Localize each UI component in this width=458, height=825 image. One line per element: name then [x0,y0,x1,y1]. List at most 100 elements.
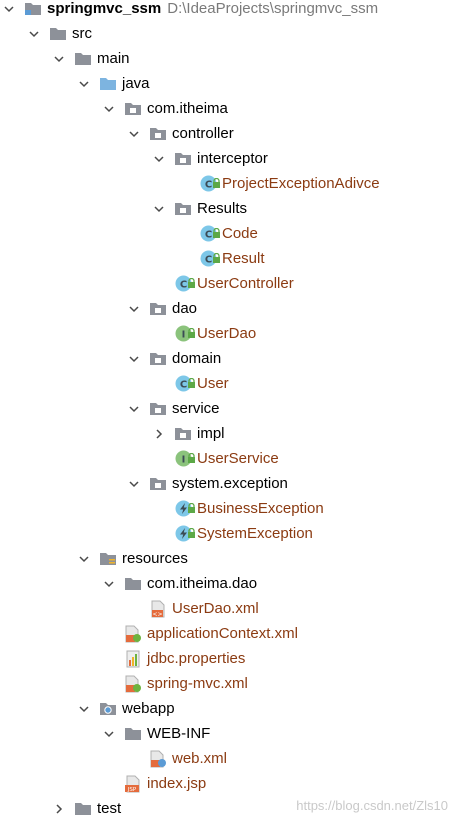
folder-icon [124,725,142,743]
chevron-down-icon[interactable] [127,352,141,366]
web-xml-icon [149,750,167,768]
lock-icon [212,225,221,242]
chevron-down-icon[interactable] [77,77,91,91]
tree-row-label: src [72,25,92,42]
arrow-spacer [102,627,116,641]
interface-icon: I [174,450,195,468]
arrow-spacer [152,327,166,341]
tree-row[interactable]: <>UserDao.xml [0,596,458,621]
class-icon: C [174,275,195,293]
tree-row[interactable]: src [0,21,458,46]
chevron-down-icon[interactable] [127,477,141,491]
chevron-down-icon[interactable] [2,2,16,16]
chevron-right-icon[interactable] [152,427,166,441]
svg-text:C: C [204,230,211,241]
spring-xml-icon [124,675,142,693]
tree-row[interactable]: java [0,71,458,96]
package-icon [174,425,192,443]
chevron-down-icon[interactable] [77,552,91,566]
lock-icon [187,450,196,467]
properties-file-icon [124,650,142,668]
chevron-right-icon[interactable] [52,802,66,816]
tree-row[interactable]: service [0,396,458,421]
tree-row-label: controller [172,125,234,142]
tree-row[interactable]: interceptor [0,146,458,171]
arrow-spacer [127,752,141,766]
tree-row[interactable]: domain [0,346,458,371]
lock-icon [212,250,221,267]
tree-row[interactable]: com.itheima [0,96,458,121]
class-icon: C [174,375,195,393]
tree-row[interactable]: spring-mvc.xml [0,671,458,696]
svg-text:<>: <> [152,611,162,618]
chevron-down-icon[interactable] [52,52,66,66]
class-icon: C [199,175,220,193]
package-icon [174,150,192,168]
mybatis-xml-icon: <> [149,600,167,618]
project-path: D:\IdeaProjects\springmvc_ssm [167,0,379,17]
chevron-down-icon[interactable] [102,102,116,116]
package-icon [124,100,142,118]
tree-row-label: applicationContext.xml [147,625,298,642]
chevron-down-icon[interactable] [127,127,141,141]
chevron-down-icon[interactable] [77,702,91,716]
tree-row[interactable]: com.itheima.dao [0,571,458,596]
chevron-down-icon[interactable] [102,577,116,591]
tree-row[interactable]: WEB-INF [0,721,458,746]
tree-row-label: impl [197,425,225,442]
tree-row-label: domain [172,350,222,367]
lock-icon [212,175,221,192]
chevron-down-icon[interactable] [102,727,116,741]
chevron-down-icon[interactable] [27,27,41,41]
exception-class-icon [174,500,195,518]
arrow-spacer [152,502,166,516]
arrow-spacer [152,527,166,541]
arrow-spacer [102,677,116,691]
source-root-folder-icon [99,75,117,93]
class-icon: C [199,225,220,243]
jsp-file-icon: JSP [124,775,142,793]
tree-row[interactable]: SystemException [0,521,458,546]
svg-text:I: I [181,455,185,466]
tree-row[interactable]: Results [0,196,458,221]
tree-row[interactable]: web.xml [0,746,458,771]
tree-row[interactable]: webapp [0,696,458,721]
package-icon [149,400,167,418]
tree-row[interactable]: jdbc.properties [0,646,458,671]
interface-icon: I [174,325,195,343]
chevron-down-icon[interactable] [127,402,141,416]
tree-row[interactable]: BusinessException [0,496,458,521]
tree-row-label: jdbc.properties [147,650,246,667]
tree-row[interactable]: system.exception [0,471,458,496]
tree-row[interactable]: resources [0,546,458,571]
svg-text:C: C [204,180,211,191]
folder-icon [49,25,67,43]
tree-row[interactable]: main [0,46,458,71]
arrow-spacer [127,602,141,616]
tree-row-label: UserController [197,275,294,292]
chevron-down-icon[interactable] [152,202,166,216]
tree-row-label: Result [222,250,265,267]
tree-row[interactable]: impl [0,421,458,446]
lock-icon [187,500,196,517]
chevron-down-icon[interactable] [127,302,141,316]
chevron-down-icon[interactable] [152,152,166,166]
tree-row[interactable]: applicationContext.xml [0,621,458,646]
tree-row[interactable]: dao [0,296,458,321]
folder-icon [124,575,142,593]
tree-row[interactable]: test [0,796,458,821]
tree-row-label: com.itheima [147,100,228,117]
tree-row[interactable]: controller [0,121,458,146]
tree-row-label: Code [222,225,258,242]
module-folder-icon [24,0,42,18]
tree-row[interactable]: C Code [0,221,458,246]
svg-text:JSP: JSP [127,787,137,793]
